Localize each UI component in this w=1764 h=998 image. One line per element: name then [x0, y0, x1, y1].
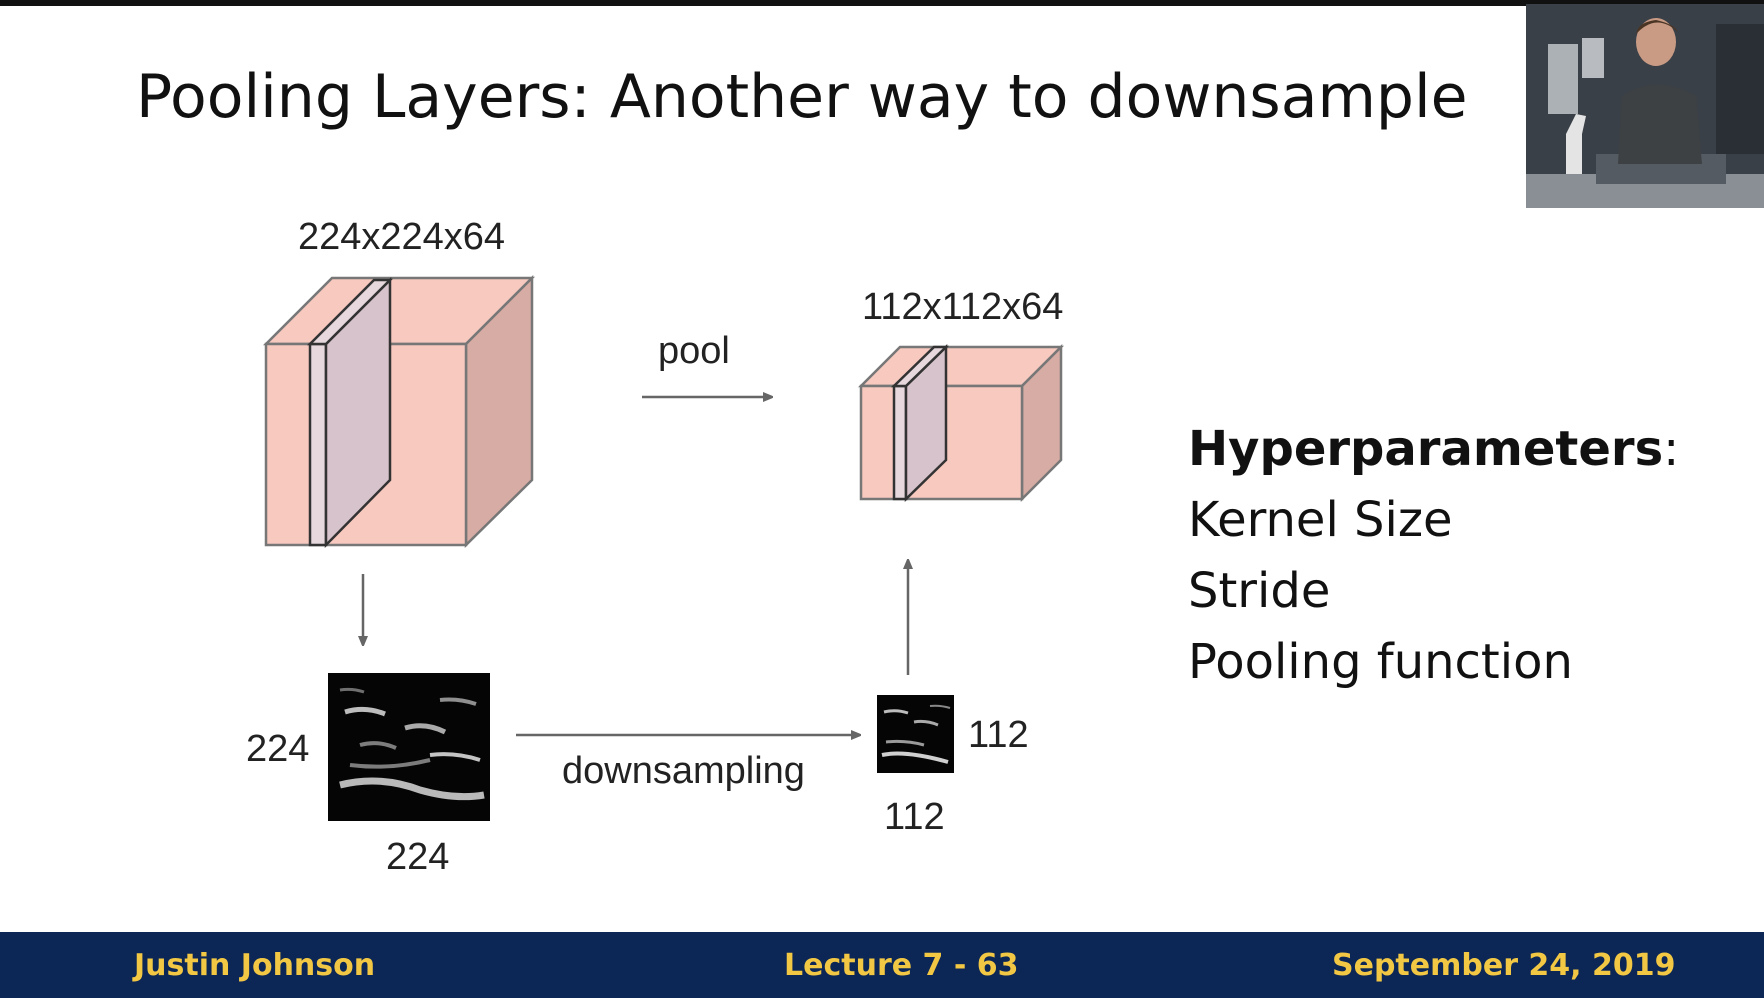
- input-slice-front: [308, 342, 328, 547]
- input-dims-label: 224x224x64: [298, 216, 506, 258]
- top-border: [0, 0, 1764, 6]
- title-bold: Pooling Layers: [136, 62, 571, 132]
- hyperparameter-pooling-function: Pooling function: [1188, 634, 1573, 690]
- webcam-overlay: [1526, 4, 1764, 208]
- output-dims-label: 112x112x64: [862, 286, 1064, 328]
- hyperparameter-stride: Stride: [1188, 563, 1331, 619]
- output-width-label: 112: [884, 796, 945, 838]
- output-height-label: 112: [968, 714, 1029, 756]
- input-volume: [262, 274, 536, 549]
- pool-label: pool: [658, 330, 730, 372]
- presenter-video-icon: [1526, 4, 1764, 208]
- slide-title: Pooling Layers: Another way to downsampl…: [136, 62, 1468, 132]
- activation-map-large: [328, 673, 490, 821]
- title-rest: : Another way to downsample: [570, 62, 1468, 132]
- output-slice-top: [890, 345, 950, 388]
- input-width-label: 224: [386, 836, 450, 878]
- input-slice-top: [306, 278, 394, 346]
- output-slice-front: [892, 384, 908, 501]
- footer-lecture: Lecture 7 - 63: [784, 948, 1019, 983]
- downsampling-label: downsampling: [562, 750, 805, 792]
- footer-author: Justin Johnson: [134, 948, 376, 983]
- footer-date: September 24, 2019: [1332, 948, 1676, 983]
- hyperparameter-kernel-size: Kernel Size: [1188, 492, 1453, 548]
- hyperparameters-list: Hyperparameters: Kernel Size Stride Pool…: [1188, 414, 1679, 698]
- output-volume: [857, 343, 1065, 503]
- footer-bar: [0, 932, 1764, 998]
- input-height-label: 224: [246, 728, 310, 770]
- hyperparameters-heading: Hyperparameters:: [1188, 421, 1680, 477]
- activation-map-small: [877, 695, 954, 773]
